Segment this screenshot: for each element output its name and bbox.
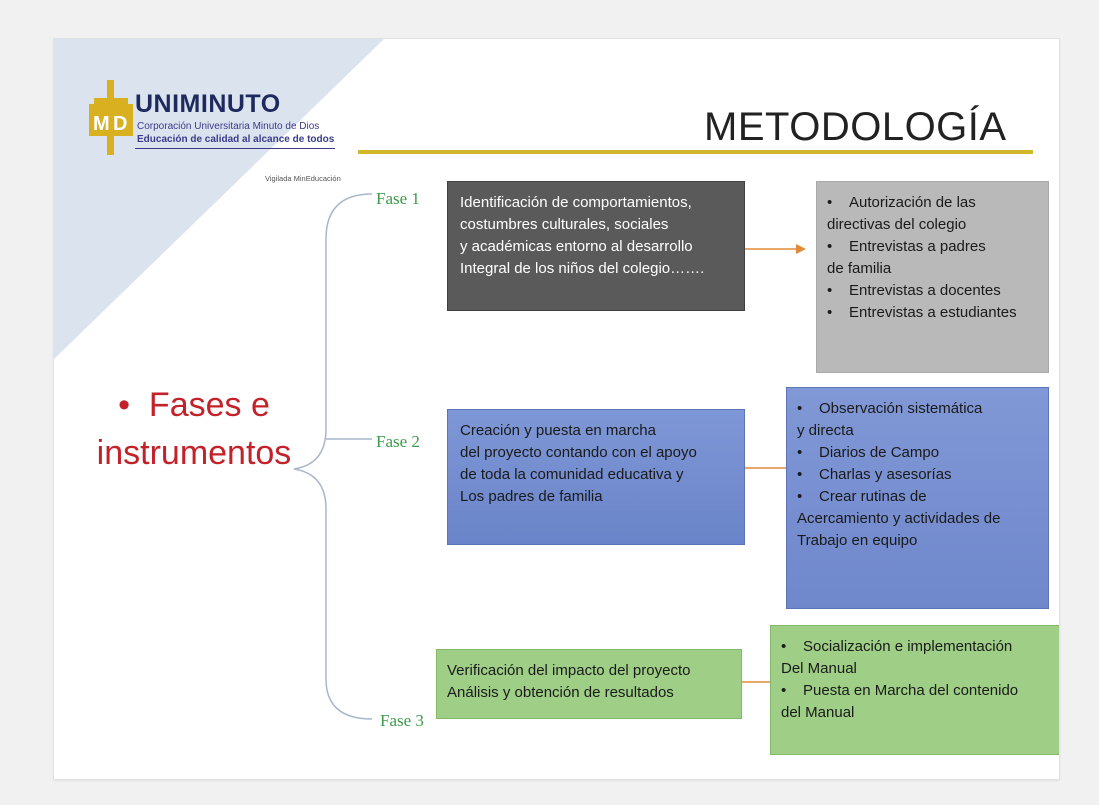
fase1-desc-line: costumbres culturales, sociales bbox=[460, 216, 669, 233]
fase2-description-box: Creación y puesta en marcha del proyecto… bbox=[447, 409, 745, 545]
fase2-label: Fase 2 bbox=[376, 432, 420, 451]
fase1-item: Entrevistas a docentes bbox=[849, 282, 1001, 299]
fase2-desc-line: de toda la comunidad educativa y bbox=[460, 466, 684, 483]
fase2-item: y directa bbox=[797, 422, 854, 439]
fases-instrumentos-label: • Fases e instrumentos bbox=[74, 381, 314, 477]
fase1-desc-line: Identificación de comportamientos, bbox=[460, 194, 692, 211]
fase2-item: Charlas y asesorías bbox=[819, 466, 952, 483]
bullet: • bbox=[118, 386, 131, 424]
fase1-desc-line: y académicas entorno al desarrollo bbox=[460, 238, 693, 255]
fase2-desc-line: Creación y puesta en marcha bbox=[460, 422, 656, 439]
fase3-desc-line: Verificación del impacto del proyecto bbox=[447, 662, 691, 679]
fase2-item: Crear rutinas de bbox=[819, 488, 927, 505]
svg-text:D: D bbox=[113, 113, 127, 135]
slide-title: METODOLOGÍA bbox=[704, 105, 1007, 149]
logo-divider bbox=[135, 148, 335, 149]
corner-decoration bbox=[54, 39, 384, 359]
fase3-item: del Manual bbox=[781, 704, 855, 721]
brace-connector bbox=[293, 193, 373, 720]
fase3-items-box: •Socialización e implementación Del Manu… bbox=[770, 625, 1059, 755]
fase2-item: Acercamiento y actividades de bbox=[797, 510, 1001, 527]
fase2-desc-line: Los padres de familia bbox=[460, 488, 603, 505]
fase2-desc-line: del proyecto contando con el apoyo bbox=[460, 444, 697, 461]
arrow-head-icon bbox=[796, 244, 806, 254]
fase3-item: Socialización e implementación bbox=[803, 638, 1013, 655]
fase3-description-box: Verificación del impacto del proyecto An… bbox=[436, 649, 742, 719]
svg-text:M: M bbox=[93, 113, 110, 135]
fase1-desc-line: Integral de los niños del colegio……. bbox=[460, 260, 705, 277]
slide: M D UNIMINUTO Corporación Universitaria … bbox=[54, 39, 1059, 779]
fase3-item: Del Manual bbox=[781, 660, 857, 677]
fase1-label: Fase 1 bbox=[376, 189, 420, 208]
fase1-items-box: •Autorización de las directivas del cole… bbox=[816, 181, 1049, 373]
fase1-item: directivas del colegio bbox=[827, 216, 967, 233]
title-underline bbox=[358, 150, 1033, 154]
logo-vigilada: Vigilada MinEducación bbox=[265, 174, 341, 183]
fase2-items-box: •Observación sistemática y directa •Diar… bbox=[786, 387, 1049, 609]
left-label-line1: Fases e bbox=[148, 386, 270, 424]
fase2-item: Diarios de Campo bbox=[819, 444, 940, 461]
fase2-item: Trabajo en equipo bbox=[797, 532, 918, 549]
logo-name: UNIMINUTO bbox=[135, 90, 281, 118]
left-label-line2: instrumentos bbox=[96, 434, 292, 472]
uniminuto-logo: M D UNIMINUTO Corporación Universitaria … bbox=[87, 76, 347, 196]
logo-subtitle: Corporación Universitaria Minuto de Dios bbox=[137, 121, 320, 132]
fase1-item: Autorización de las bbox=[849, 194, 976, 211]
fase1-item: de familia bbox=[827, 260, 892, 277]
fase3-label: Fase 3 bbox=[380, 711, 424, 730]
logo-tagline: Educación de calidad al alcance de todos bbox=[137, 134, 335, 145]
fase1-item: Entrevistas a padres bbox=[849, 238, 986, 255]
fase3-item: Puesta en Marcha del contenido bbox=[803, 682, 1019, 699]
fase1-description-box: Identificación de comportamientos, costu… bbox=[447, 181, 745, 311]
fase3-desc-line: Análisis y obtención de resultados bbox=[447, 684, 674, 701]
md-logo-mark-icon: M D bbox=[89, 80, 133, 155]
fase2-item: Observación sistemática bbox=[819, 400, 983, 417]
fase1-item: Entrevistas a estudiantes bbox=[849, 304, 1017, 321]
